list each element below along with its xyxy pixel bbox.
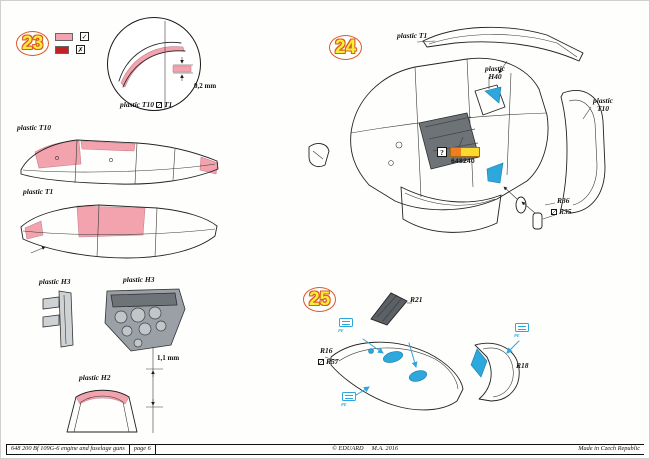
detail-part-a: plastic T10 — [120, 100, 154, 109]
r18-cowl-drawing — [470, 340, 520, 402]
detail-circle-drawing — [118, 21, 193, 109]
r36-part-label: R36 — [557, 196, 570, 205]
cross-icon: ✗ — [76, 45, 85, 54]
step-23-number: 23 — [16, 31, 50, 56]
footer-origin: Made in Czech Republic — [578, 445, 640, 453]
h2-part-label: plastic H2 — [79, 373, 111, 382]
h40-part-label: plastic H40 — [485, 64, 505, 82]
footer-title: 648 200 Bf 109G-6 engine and fuselage gu… — [6, 445, 130, 454]
h3-left-part-label: plastic H3 — [39, 277, 71, 286]
check-icon: ✓ — [80, 32, 89, 41]
h3-bracket-drawing — [42, 290, 74, 348]
h2-dimension: 1,1 mm — [157, 354, 180, 362]
step-25-number: 25 — [303, 287, 337, 312]
legend-row-use: ✓ — [55, 32, 89, 41]
join-symbol-icon — [551, 209, 557, 216]
pe-part-caption: PE — [338, 328, 344, 333]
pe-part-caption: PE — [514, 333, 520, 338]
r57-text: R57 — [326, 357, 339, 366]
t1-part-label-24: plastic T1 — [397, 31, 428, 40]
page-footer: 648 200 Bf 109G-6 engine and fuselage gu… — [6, 444, 644, 455]
brassin-badge-orange — [451, 148, 461, 156]
h3-right-part-label: plastic H3 — [123, 275, 155, 284]
pink-use-swatch — [55, 32, 73, 41]
legend-row-discard: ✗ — [55, 45, 89, 54]
color-legend: ✓ ✗ — [55, 32, 89, 58]
footer-copyright: © EDUARD — [332, 445, 364, 453]
instrument-panel-drawing — [104, 288, 186, 352]
footer-author: M.A. 2016 — [371, 445, 399, 453]
r35-part-label: R35 — [549, 207, 572, 216]
detail-dimension: 0,2 mm — [194, 82, 217, 90]
gun-cowling-deck-drawing — [324, 338, 464, 411]
join-symbol-icon — [318, 359, 324, 366]
r57-part-label: R57 — [316, 357, 339, 366]
windscreen-h2-drawing — [66, 389, 138, 433]
set-number: 648240 — [451, 158, 475, 165]
pe-part-icon — [339, 318, 353, 327]
t10-part-label-24: plastic T10 — [593, 96, 613, 114]
pe-part-icon — [515, 323, 529, 332]
r18-part-label: R18 — [516, 361, 529, 370]
r21-part-label: R21 — [410, 295, 423, 304]
footer-page-number: page 6 — [130, 445, 156, 454]
step-24-number: 24 — [329, 35, 363, 60]
join-symbol-icon — [155, 102, 162, 109]
r21-intake-drawing — [370, 292, 412, 326]
t1-part-label: plastic T1 — [23, 187, 54, 196]
detail-part-b: T1 — [163, 100, 173, 109]
t10-part-label: plastic T10 — [17, 123, 51, 132]
detail-part-label: plastic T10 T1 — [120, 100, 173, 109]
red-discard-swatch — [55, 45, 69, 54]
fuselage-half-t1-drawing — [20, 204, 218, 259]
brassin-badge-yellow — [461, 148, 479, 156]
r35-text: R35 — [559, 207, 572, 216]
engine-fuselage-assembly-drawing — [308, 26, 606, 233]
optional-question-box: ? — [437, 147, 447, 157]
detail-circle — [107, 17, 201, 111]
fuselage-half-t10-drawing — [20, 139, 219, 185]
dimension-line-drawing — [146, 347, 163, 433]
r16-part-label: R16 — [320, 346, 333, 355]
pe-part-caption: PE — [341, 402, 347, 407]
brassin-badge — [450, 147, 480, 157]
pe-part-icon — [342, 392, 356, 401]
